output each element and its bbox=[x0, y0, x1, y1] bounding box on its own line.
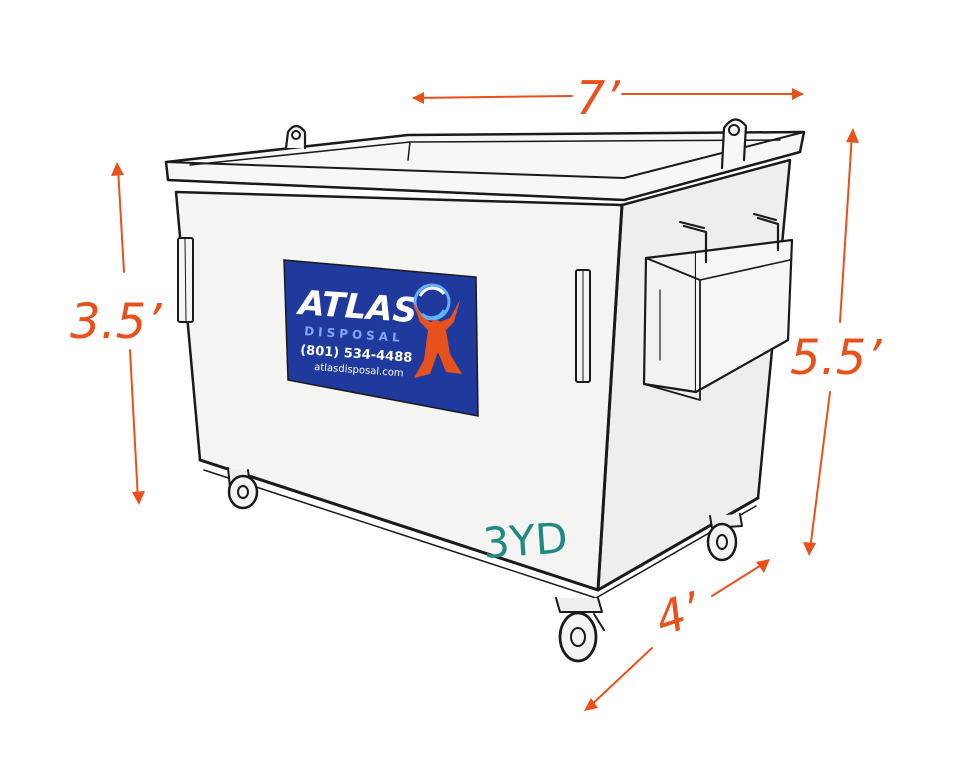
lift-lug-right bbox=[720, 118, 748, 170]
fork-pocket bbox=[642, 213, 794, 401]
wheel-back-right bbox=[706, 513, 743, 562]
size-marking: 3YD bbox=[481, 513, 569, 568]
lift-lug-left bbox=[284, 124, 307, 150]
length-label: 7’ bbox=[576, 71, 620, 125]
front-height-label: 3.5’ bbox=[70, 294, 162, 350]
dumpster bbox=[164, 118, 806, 663]
wheel-front-left bbox=[227, 467, 259, 510]
decal-brand: ATLAS bbox=[294, 283, 418, 331]
atlas-figure-icon bbox=[412, 283, 462, 378]
dimension-annotations bbox=[111, 88, 859, 711]
back-height-arrow bbox=[803, 128, 859, 556]
back-height-label: 5.5’ bbox=[790, 330, 882, 386]
length-arrow bbox=[412, 88, 804, 104]
decal-division: DISPOSAL bbox=[304, 324, 404, 345]
atlas-decal: ATLAS DISPOSAL (801) 534-4488 atlasdispo… bbox=[283, 259, 479, 417]
wheel-front-right bbox=[555, 597, 605, 663]
front-height-arrow bbox=[111, 162, 145, 505]
depth-arrow bbox=[584, 559, 770, 711]
depth-label: 4’ bbox=[649, 581, 708, 646]
decal-background bbox=[283, 259, 479, 417]
